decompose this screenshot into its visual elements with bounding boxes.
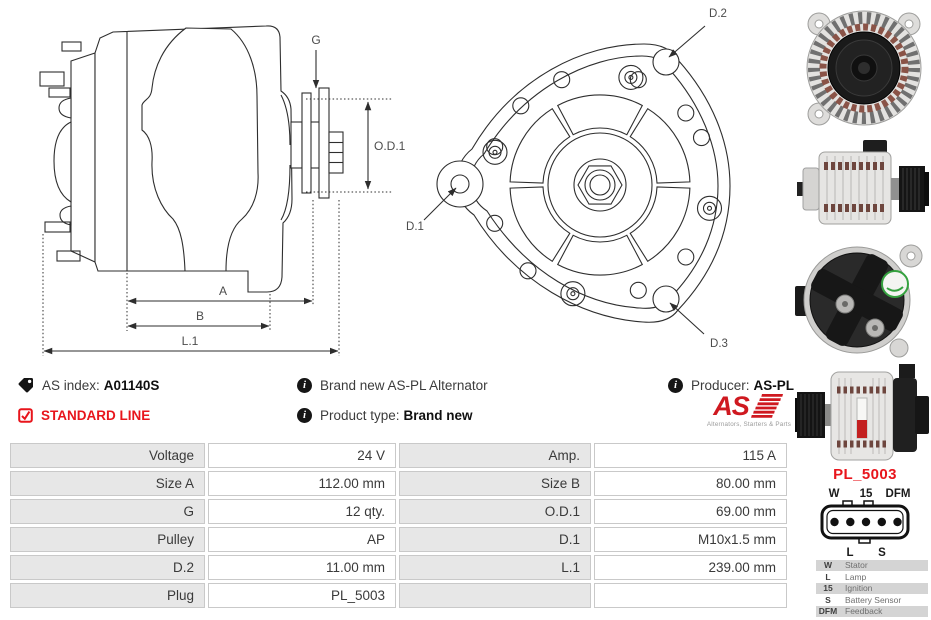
as-pl-logo: AS Alternators, Starters & Parts <box>701 391 797 429</box>
spec-label: D.2 <box>10 555 205 580</box>
product-photo-rear <box>795 244 923 358</box>
front-view-drawing <box>436 43 731 323</box>
spec-label: Size A <box>10 471 205 496</box>
legend-row: DFM Feedback <box>816 606 928 617</box>
spec-label: Amp. <box>399 443 591 468</box>
legend-desc: Battery Sensor <box>845 594 902 605</box>
spec-value: 69.00 mm <box>594 499 787 524</box>
legend-row: 15 Ignition <box>816 583 928 594</box>
legend-key: L <box>825 571 831 582</box>
spec-value: 112.00 mm <box>208 471 396 496</box>
standard-line-label: STANDARD LINE <box>41 407 151 423</box>
info-icon: i <box>668 377 683 393</box>
spec-label: Voltage <box>10 443 205 468</box>
as-index-value: A01140S <box>103 377 160 393</box>
spec-value: 12 qty. <box>208 499 396 524</box>
pin-label-l: L <box>846 547 853 559</box>
as-index-label: AS index: <box>42 377 100 393</box>
legend-desc: Feedback <box>845 606 883 617</box>
legend-desc: Ignition <box>845 583 873 594</box>
legend-row: W Stator <box>816 560 928 571</box>
checkbox-checked-icon <box>18 407 33 423</box>
legend-key: DFM <box>818 606 838 617</box>
pin-label-15: 15 <box>860 488 873 500</box>
pin-label-dfm: DFM <box>886 488 911 500</box>
legend-key: S <box>825 594 831 605</box>
spec-label <box>399 583 591 608</box>
spec-label: D.1 <box>399 527 591 552</box>
dim-label-a: A <box>219 284 227 298</box>
spec-value: 11.00 mm <box>208 555 396 580</box>
dim-label-d2: D.2 <box>709 8 727 20</box>
as-pl-logo-tagline: Alternators, Starters & Parts <box>706 421 792 428</box>
spec-value: PL_5003 <box>208 583 396 608</box>
dim-label-od1: O.D.1 <box>374 139 406 153</box>
product-type-row: i Product type:Brand new <box>297 406 473 424</box>
legend-desc: Stator <box>845 560 868 571</box>
front-view-leaders: D.2 D.1 D.3 <box>406 8 728 350</box>
legend-key: W <box>823 560 833 571</box>
legend-row: L Lamp <box>816 571 928 582</box>
dim-label-d1: D.1 <box>406 221 424 233</box>
pin-label-s: S <box>878 547 886 559</box>
spec-value: 24 V <box>208 443 396 468</box>
pin-label-w: W <box>829 488 840 500</box>
spec-table: Voltage 24 V Amp. 115 A Size A 112.00 mm… <box>10 443 787 608</box>
spec-label: Plug <box>10 583 205 608</box>
plug-pinout-diagram: W 15 DFM L S <box>820 488 911 559</box>
dim-label-l1: L.1 <box>182 334 199 348</box>
spec-label: Size B <box>399 471 591 496</box>
spec-value: 239.00 mm <box>594 555 787 580</box>
spec-value: 115 A <box>594 443 787 468</box>
product-type-label: Product type: <box>320 407 400 423</box>
spec-label: G <box>10 499 205 524</box>
product-type-value: Brand new <box>403 407 473 423</box>
plug-legend: W Stator L Lamp 15 Ignition S Battery Se… <box>816 560 928 618</box>
spec-label: O.D.1 <box>399 499 591 524</box>
producer-value: AS-PL <box>753 377 795 393</box>
spec-value: 80.00 mm <box>594 471 787 496</box>
technical-drawing: G O.D.1 A B L.1 <box>39 8 731 356</box>
spec-value: AP <box>208 527 396 552</box>
brand-new-row: i Brand new AS-PL Alternator <box>297 376 488 394</box>
as-pl-logo-stripes <box>750 394 783 418</box>
spec-label: Pulley <box>10 527 205 552</box>
tag-icon <box>18 378 33 393</box>
producer-label: Producer: <box>691 377 750 393</box>
dim-label-g: G <box>311 33 320 47</box>
side-view-dimensions: G O.D.1 A B L.1 <box>42 33 406 356</box>
brand-new-text: Brand new AS-PL Alternator <box>320 377 488 393</box>
spec-value: M10x1.5 mm <box>594 527 787 552</box>
info-icon: i <box>297 407 312 423</box>
legend-row: S Battery Sensor <box>816 594 928 605</box>
product-photo-front <box>806 10 922 126</box>
spec-value <box>594 583 787 608</box>
dim-label-b: B <box>196 309 204 323</box>
product-photo-side-pulley-right <box>797 140 929 225</box>
as-pl-logo-text: AS <box>713 391 750 421</box>
dim-label-d3: D.3 <box>710 338 728 350</box>
product-photo-side-pulley-left <box>795 364 929 461</box>
legend-desc: Lamp <box>845 571 867 582</box>
as-index-row: AS index:A01140S <box>18 376 159 394</box>
info-icon: i <box>297 377 312 393</box>
legend-key: 15 <box>823 583 833 594</box>
plug-name: PL_5003 <box>833 466 897 483</box>
side-view-drawing <box>39 25 344 293</box>
standard-line-row: STANDARD LINE <box>18 406 150 424</box>
producer-row: i Producer:AS-PL <box>668 376 794 394</box>
spec-label: L.1 <box>399 555 591 580</box>
